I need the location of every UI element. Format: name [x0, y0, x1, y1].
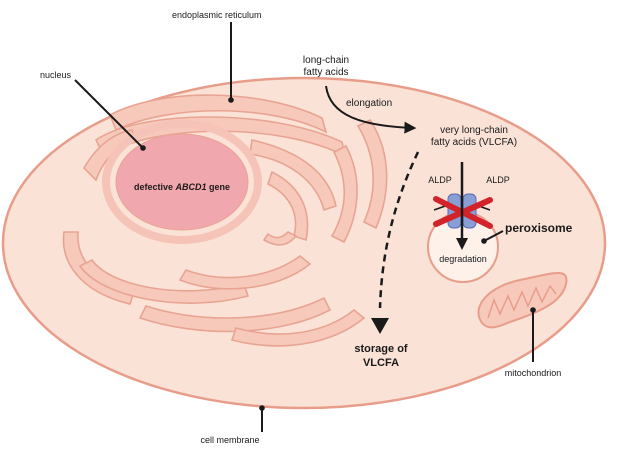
- transport-arrowhead: [456, 238, 468, 250]
- nucleus-label: nucleus: [40, 70, 72, 80]
- nucleus: [115, 133, 249, 231]
- degradation-label: degradation: [439, 254, 487, 264]
- mitochondrion-label: mitochondrion: [505, 368, 562, 378]
- pointer-lines: [74, 22, 534, 432]
- aldp-right-label: ALDP: [486, 175, 510, 185]
- aldp-left-label: ALDP: [428, 175, 452, 185]
- nucleus-envelope: [102, 120, 262, 244]
- vlcfa-label-line2: fatty acids (VLCFA): [431, 137, 517, 148]
- er-label: endoplasmic reticulum: [172, 10, 262, 20]
- lcfa-label-line2: fatty acids: [303, 67, 348, 78]
- lcfa-label-line1: long-chain: [303, 55, 349, 66]
- endoplasmic-reticulum: [62, 94, 388, 347]
- elongation-arrow: [325, 85, 417, 134]
- storage-arrow: [378, 151, 420, 309]
- storage-label-line1: storage of: [354, 343, 408, 355]
- mitochondrion: [477, 271, 568, 329]
- vlcfa-label-line1: very long-chain: [440, 125, 508, 136]
- storage-label-line2: VLCFA: [363, 357, 399, 369]
- gene-label: defective ABCD1 gene: [134, 182, 230, 192]
- peroxisome-label: peroxisome: [505, 221, 573, 235]
- storage-arrowhead: [371, 318, 389, 334]
- cell-cytoplasm: [1, 76, 607, 410]
- cell-membrane-label: cell membrane: [200, 435, 259, 445]
- elongation-label: elongation: [346, 98, 392, 109]
- pointer-dots: [140, 97, 536, 411]
